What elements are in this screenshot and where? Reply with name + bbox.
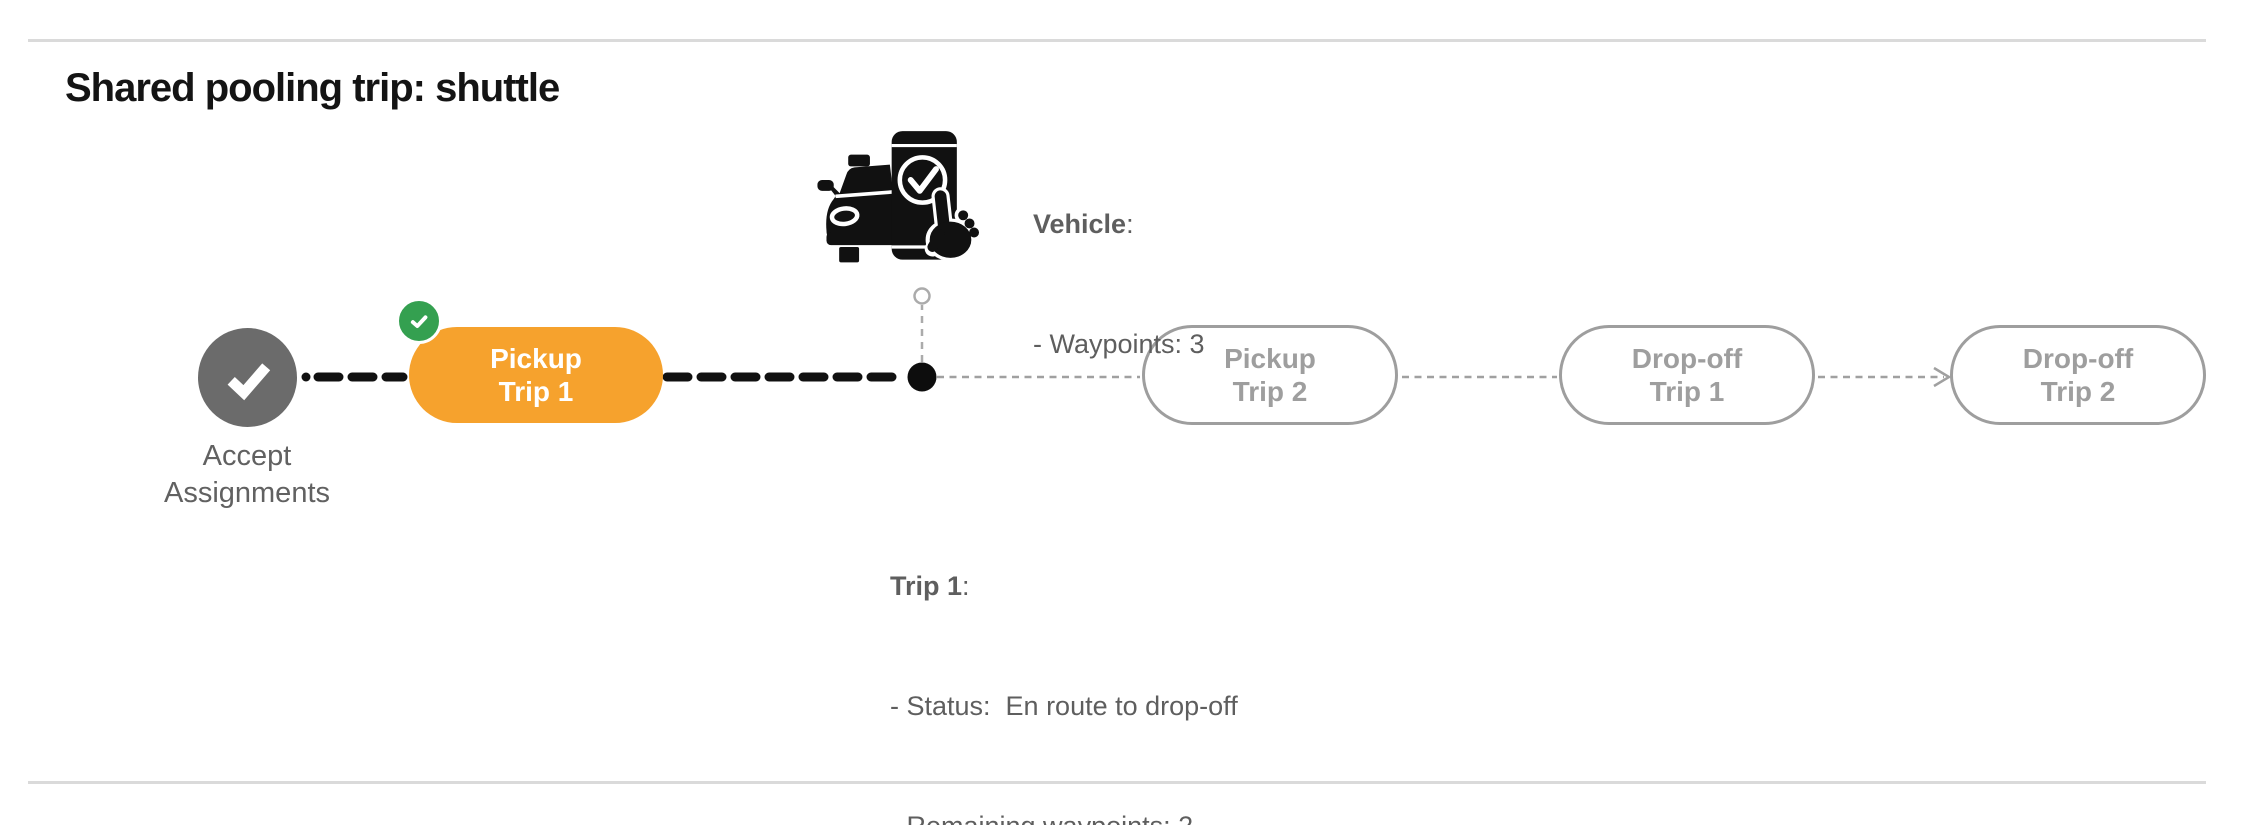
- vehicle-waypoints: - Waypoints: 3: [1033, 329, 1205, 359]
- step-pickup-trip-1: Pickup Trip 1: [409, 327, 663, 423]
- step-pickup-trip-2: Pickup Trip 2: [1142, 325, 1398, 425]
- check-icon: [227, 362, 270, 400]
- vehicle-info: Vehicle: - Waypoints: 3: [1033, 124, 1205, 444]
- trip-status-info: Trip 1: - Status: En route to drop-off -…: [890, 486, 1238, 825]
- check-badge-icon: [396, 298, 442, 344]
- trip1-heading: Trip 1:: [890, 571, 970, 601]
- vehicle-info-heading: Vehicle:: [1033, 209, 1134, 239]
- accept-assignments-node: [198, 328, 297, 427]
- bottom-divider: [28, 781, 2206, 784]
- car-with-phone-check-icon: [817, 131, 983, 263]
- step-dropoff-trip-1: Drop-off Trip 1: [1559, 325, 1815, 425]
- page-title: Shared pooling trip: shuttle: [65, 66, 560, 110]
- vehicle-callout-anchor-circle: [913, 287, 931, 305]
- top-divider: [28, 39, 2206, 42]
- arrowhead-icon: [1933, 366, 1952, 388]
- accept-assignments-label: Accept Assignments: [163, 440, 330, 509]
- route-dot: [301, 372, 311, 382]
- vehicle-position-dot: [907, 362, 937, 392]
- step-dropoff-trip-2: Drop-off Trip 2: [1950, 325, 2206, 425]
- trip1-waypoints: - Remaining waypoints: 2: [890, 806, 1238, 825]
- trip1-status: - Status: En route to drop-off: [890, 691, 1238, 721]
- route-dot: [398, 372, 408, 382]
